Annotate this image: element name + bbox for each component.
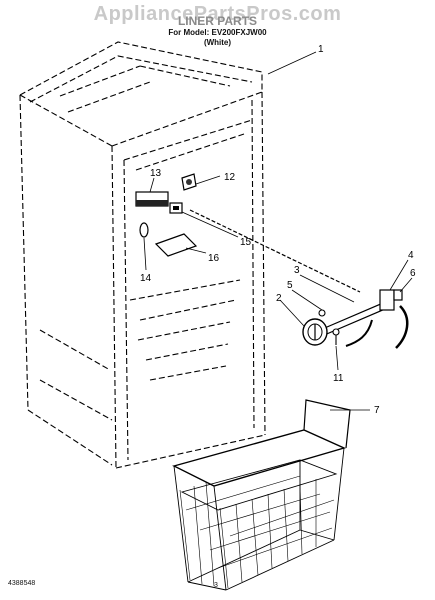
- site-watermark: AppliancePartsPros.com: [93, 3, 342, 25]
- callout-4: 4: [408, 250, 414, 261]
- leader-lines: [143, 51, 413, 411]
- callout-12: 12: [224, 172, 236, 183]
- callout-14: 14: [140, 273, 152, 284]
- freezer-cabinet: [19, 41, 266, 469]
- light-housing: [135, 191, 169, 207]
- control-bracket: [181, 173, 197, 191]
- light-socket: [169, 202, 183, 214]
- light-shield: [154, 233, 198, 257]
- page-title: LINER PARTS: [177, 14, 258, 28]
- callout-13: 13: [150, 168, 162, 179]
- callout-16: 16: [208, 253, 220, 264]
- callout-5: 5: [287, 280, 293, 291]
- page-number: 3: [214, 582, 218, 589]
- callout-labels: 1 2 3 4 5 6 7 11 12 13 14 15 16: [140, 44, 416, 416]
- model-variant: (White): [203, 38, 232, 47]
- thermostat-knob[interactable]: [302, 318, 328, 346]
- callout-11: 11: [333, 373, 344, 384]
- callout-6: 6: [410, 268, 416, 279]
- model-line: For Model: EV200FXJW00: [168, 28, 267, 37]
- callout-2: 2: [276, 293, 282, 304]
- light-bulb: [139, 222, 149, 238]
- basket-wires: [179, 475, 335, 589]
- thermostat-assembly: [189, 209, 409, 349]
- callout-1: 1: [318, 44, 324, 55]
- callout-7: 7: [374, 405, 380, 416]
- callout-3: 3: [294, 265, 300, 276]
- document-number: 4388548: [8, 580, 36, 587]
- callout-15: 15: [240, 237, 252, 248]
